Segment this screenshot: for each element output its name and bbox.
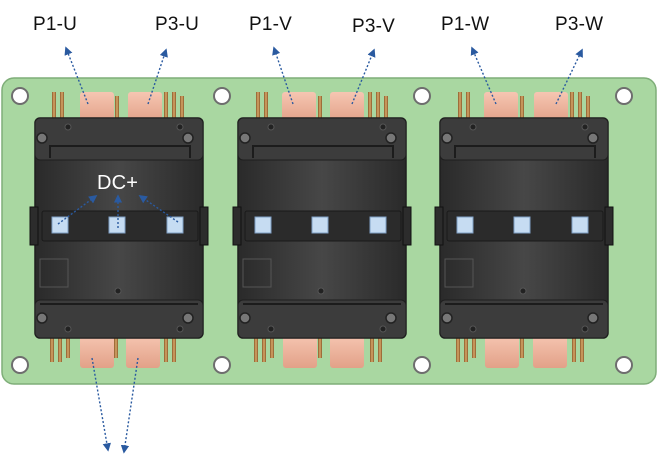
screw (239, 312, 251, 324)
screw (385, 132, 397, 144)
screw (182, 132, 194, 144)
label-p3-u: P3-U (155, 14, 200, 35)
label-p1-w: P1-W (441, 14, 490, 35)
dc-window (456, 216, 474, 234)
module-pins-top (458, 92, 590, 120)
arrow-p3-w (555, 48, 583, 105)
module-top-cap (34, 117, 204, 161)
mounting-hole (413, 356, 431, 374)
module-top-ridge (49, 145, 191, 158)
module-top-cap (237, 117, 407, 161)
module-pins-bottom (50, 332, 176, 362)
module-pins-bottom (254, 332, 382, 362)
terminal-pad-p3-u (128, 92, 162, 122)
dc-window (166, 216, 184, 234)
module-bottom-cap (237, 299, 407, 339)
terminal-pad-bottom (485, 334, 519, 368)
mounting-holes (11, 87, 633, 374)
module-w (434, 92, 614, 368)
label-p1-u: P1-U (33, 14, 78, 35)
module-bottom-cap (439, 299, 609, 339)
arrow-p3-u (147, 48, 168, 105)
screw (441, 132, 453, 144)
dc-window (571, 216, 589, 234)
mounting-hole (615, 356, 633, 374)
arrow-bottom-left (91, 357, 111, 452)
terminal-pad-bottom (330, 334, 364, 368)
module-pins-bottom (456, 332, 584, 362)
terminal-pad-bottom (80, 334, 114, 368)
label-p3-w: P3-W (555, 14, 604, 35)
arrow-p1-v (272, 46, 294, 105)
dc-window (311, 216, 329, 234)
terminal-pad-p1-u (80, 92, 114, 122)
module-label-area (242, 258, 272, 288)
mounting-hole (11, 87, 29, 105)
mounting-hole (213, 356, 231, 374)
screw (441, 312, 453, 324)
screw (36, 312, 48, 324)
screw (182, 312, 194, 324)
mounting-hole (615, 87, 633, 105)
label-p1-v: P1-V (249, 14, 293, 35)
label-dc-plus: DC+ (97, 172, 139, 194)
mounting-hole (213, 87, 231, 105)
label-p3-v: P3-V (352, 16, 396, 37)
module-top-cap (439, 117, 609, 161)
module-label-area (39, 258, 69, 288)
module-pins-top (52, 92, 184, 120)
dc-window (513, 216, 531, 234)
arrow-p3-v (351, 48, 376, 105)
module-label-area (444, 258, 474, 288)
annotation-arrows (57, 46, 583, 454)
dc-window (254, 216, 272, 234)
module-pins-top (256, 92, 388, 120)
module-u (29, 92, 209, 368)
terminal-pad-bottom (283, 334, 317, 368)
terminal-pad-p1-v (282, 92, 316, 122)
terminal-pad-p3-v (330, 92, 364, 122)
screw (587, 132, 599, 144)
terminal-pad-p3-w (534, 92, 568, 122)
terminal-pad-p1-w (484, 92, 518, 122)
terminal-pad-bottom (533, 334, 567, 368)
dc-window (108, 216, 126, 234)
screw (587, 312, 599, 324)
module-v (232, 92, 412, 368)
module-bottom-cap (34, 299, 204, 339)
dc-window (369, 216, 387, 234)
mounting-hole (11, 356, 29, 374)
mounting-hole (413, 87, 431, 105)
screw (239, 132, 251, 144)
screw (385, 312, 397, 324)
screw (36, 132, 48, 144)
dc-window (51, 216, 69, 234)
terminal-pad-bottom (126, 334, 160, 368)
